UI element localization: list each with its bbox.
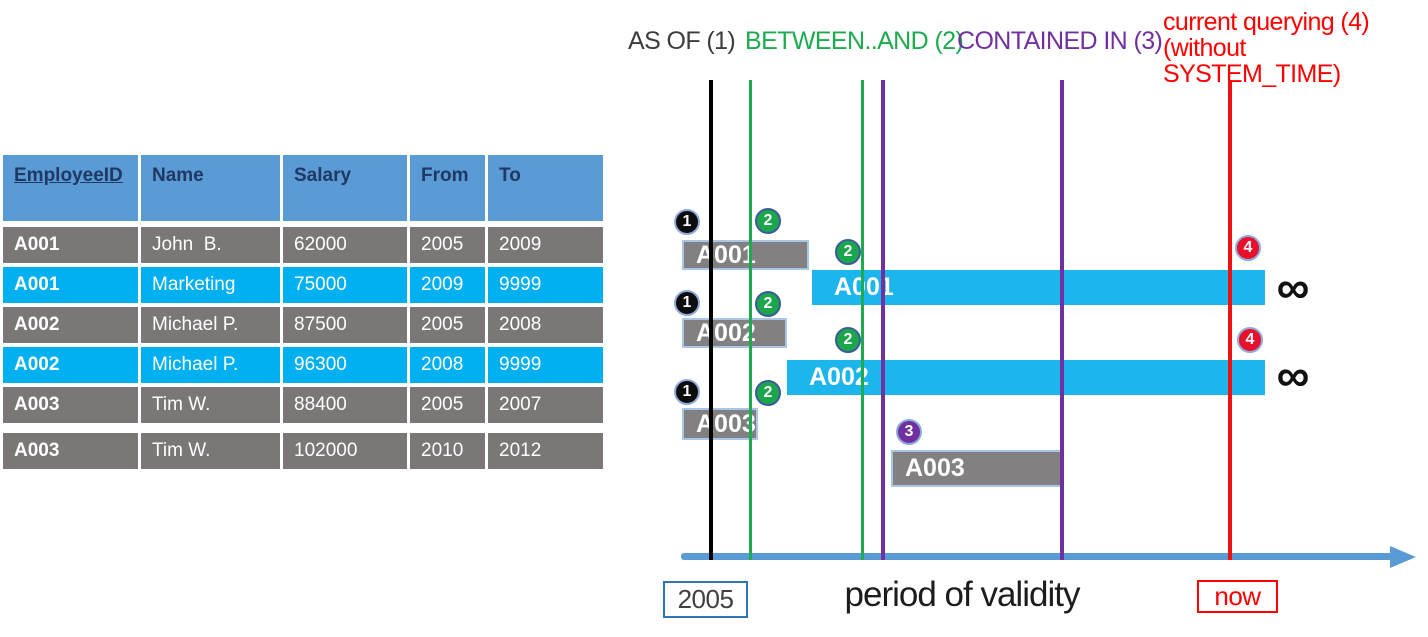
legend-label: BETWEEN..AND (2) (745, 27, 964, 55)
table-cell: A002 (3, 307, 138, 343)
infinity-icon: ∞ (1276, 261, 1310, 313)
table-cell: 2005 (410, 227, 485, 263)
table-cell: 102000 (283, 433, 407, 469)
contained-end-line (1060, 80, 1064, 560)
table-cell: A003 (3, 387, 138, 423)
arrow-right-icon (1390, 545, 1416, 568)
column-header-from: From (410, 155, 485, 221)
table-cell: 2007 (488, 387, 603, 423)
legend-current-querying: current querying (4)(without SYSTEM_TIME… (1163, 9, 1428, 87)
table-cell: Marketing (141, 267, 280, 303)
column-header-employeeid: EmployeeID (3, 155, 138, 221)
badge-2: 2 (755, 380, 781, 406)
axis-label: period of validity (844, 575, 1081, 614)
table-cell: 9999 (488, 347, 603, 383)
badge-2: 2 (835, 239, 861, 265)
validity-bar-a001-cyan: A001 (812, 270, 1265, 305)
infinity-icon: ∞ (1276, 349, 1310, 401)
table-cell: 2008 (410, 347, 485, 383)
table-cell: 88400 (283, 387, 407, 423)
table-cell: 2009 (488, 227, 603, 263)
table-cell: Michael P. (141, 347, 280, 383)
table-cell: 2012 (488, 433, 603, 469)
contained-start-line (881, 80, 885, 560)
table-cell: A003 (3, 433, 138, 469)
table-cell: Tim W. (141, 387, 280, 423)
table-cell: 9999 (488, 267, 603, 303)
legend-between-and: BETWEEN..AND (2) (745, 27, 964, 55)
as-of-line (709, 80, 713, 560)
validity-bar-a002-gray: A002 (682, 318, 787, 348)
table-cell: Michael P. (141, 307, 280, 343)
badge-4: 4 (1237, 327, 1263, 353)
column-header-salary: Salary (283, 155, 407, 221)
table-cell: 2010 (410, 433, 485, 469)
start-year-box: 2005 (663, 581, 748, 618)
badge-1: 1 (674, 379, 700, 405)
legend-label: current querying (4) (1163, 8, 1370, 36)
table-cell: 62000 (283, 227, 407, 263)
bar-label: A002 (809, 363, 869, 391)
badge-2: 2 (835, 327, 861, 353)
table-cell: 2009 (410, 267, 485, 303)
validity-bar-a003-gray: A003 (891, 450, 1062, 487)
legend-contained-in: CONTAINED IN (3) (957, 27, 1163, 55)
now-box: now (1197, 580, 1278, 613)
between-end-line (860, 80, 864, 560)
badge-3: 3 (896, 419, 922, 445)
table-cell: John B. (141, 227, 280, 263)
table-cell: 2008 (488, 307, 603, 343)
table-cell: 96300 (283, 347, 407, 383)
table-cell: A002 (3, 347, 138, 383)
badge-2: 2 (755, 208, 781, 234)
legend-label: CONTAINED IN (3) (957, 27, 1163, 55)
column-header-to: To (488, 155, 603, 221)
table-cell: 75000 (283, 267, 407, 303)
badge-1: 1 (674, 290, 700, 316)
table-cell: 87500 (283, 307, 407, 343)
bar-label: A003 (905, 454, 965, 482)
legend-label-line2: (without SYSTEM_TIME) (1163, 34, 1341, 88)
bar-label: A002 (696, 318, 756, 347)
time-axis-line (681, 553, 1392, 560)
bar-label: A003 (696, 409, 756, 438)
validity-bar-a003-gray: A003 (682, 408, 758, 440)
validity-bar-a001-gray: A001 (682, 240, 809, 270)
badge-1: 1 (674, 209, 700, 235)
between-start-line (748, 80, 752, 560)
table-cell: A001 (3, 267, 138, 303)
bar-label: A001 (696, 240, 756, 269)
validity-bar-a002-cyan: A002 (787, 360, 1265, 395)
table-cell: A001 (3, 227, 138, 263)
table-cell: Tim W. (141, 433, 280, 469)
now-line (1228, 80, 1232, 560)
table-cell: 2005 (410, 307, 485, 343)
column-header-name: Name (141, 155, 280, 221)
badge-2: 2 (755, 291, 781, 317)
legend-as-of: AS OF (1) (628, 27, 736, 55)
badge-4: 4 (1235, 235, 1261, 261)
legend-label: AS OF (1) (628, 27, 736, 55)
table-cell: 2005 (410, 387, 485, 423)
